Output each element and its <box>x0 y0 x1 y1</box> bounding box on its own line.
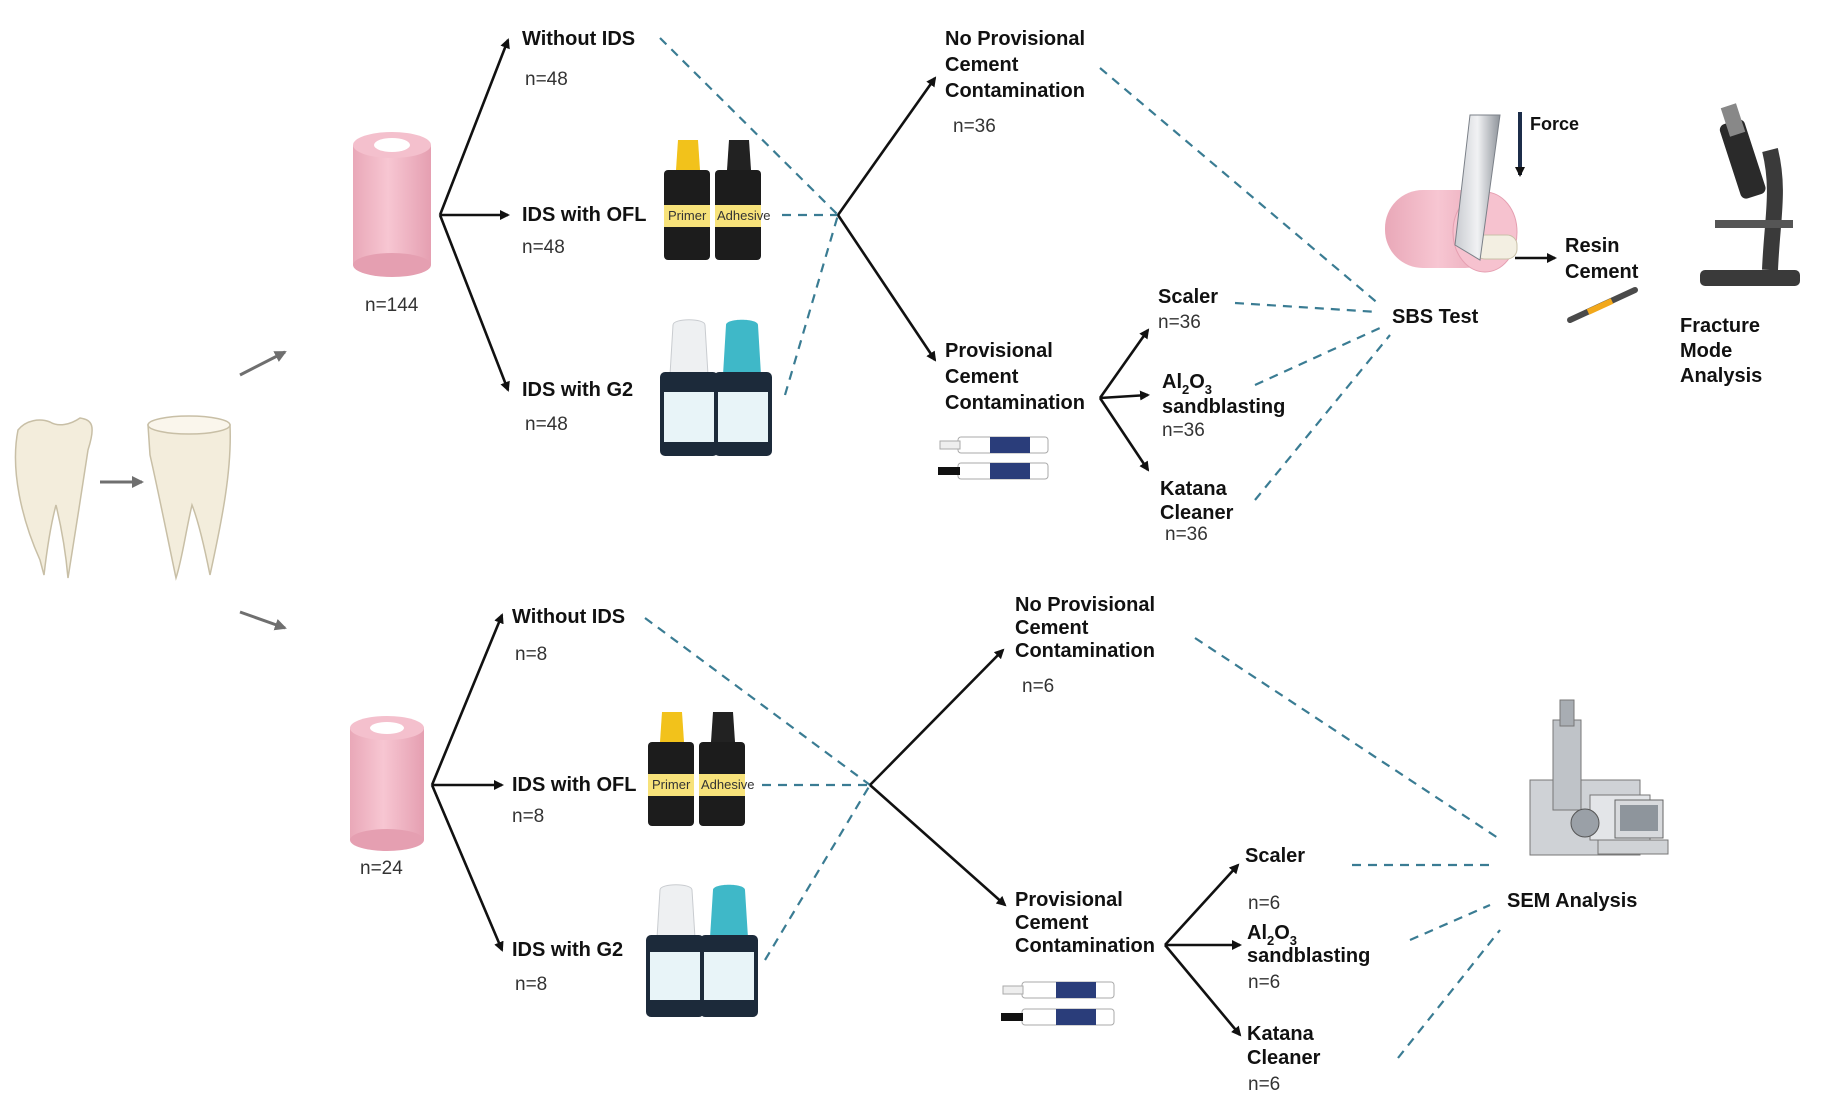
upper-group-label-g2: IDS with G2 <box>522 379 633 401</box>
upper-contam-label: Provisional Cement Contamination <box>945 340 1085 414</box>
force-label: Force <box>1530 114 1579 134</box>
lower-group-n-without-ids: n=8 <box>515 644 547 665</box>
lower-ofl-bottles-icon: Primer Adhesive <box>648 712 754 826</box>
upper-node-arrow-no-contam <box>836 76 937 216</box>
upper-al2o3-line2: sandblasting <box>1162 396 1285 418</box>
lower-group-n-ofl: n=8 <box>512 806 544 827</box>
upper-scaler-label: Scaler <box>1158 286 1218 308</box>
lower-group-label-g2: IDS with G2 <box>512 939 623 961</box>
resin-cement-label: Resin Cement <box>1565 235 1639 283</box>
lower-contam-arrow-scaler <box>1164 863 1240 946</box>
upper-g2-bottles-icon <box>660 319 772 456</box>
lower-group-label-ofl: IDS with OFL <box>512 774 636 796</box>
upper-group-label-without-ids: Without IDS <box>522 28 635 50</box>
upper-dash-al2o3-to-sbs <box>1254 326 1381 387</box>
upper-contam-arrow-scaler <box>1098 328 1150 399</box>
upper-branch-arrow-1 <box>438 38 510 216</box>
to-upper-arm-arrow <box>239 350 287 377</box>
upper-contam-arrow-al2o3 <box>1099 390 1150 401</box>
crown-removed-molar-icon <box>147 415 232 581</box>
upper-katana-n: n=36 <box>1165 524 1208 545</box>
lower-branch-arrow-1 <box>430 613 504 786</box>
lower-contam-arrow-katana <box>1164 944 1242 1037</box>
svg-text:Primer: Primer <box>652 777 691 792</box>
upper-dash-g2 <box>783 214 840 396</box>
upper-katana-label: Katana Cleaner <box>1160 478 1234 524</box>
lower-al2o3-line2: sandblasting <box>1247 945 1370 967</box>
extracted-molar-icon <box>14 417 93 579</box>
upper-branch-arrow-3 <box>438 214 510 392</box>
lower-branch-arrow-3 <box>430 784 504 952</box>
upper-ofl-bottles-icon: Primer Adhesive <box>664 140 770 260</box>
upper-group-label-ofl: IDS with OFL <box>522 204 646 226</box>
svg-text:Primer: Primer <box>668 208 707 223</box>
upper-dash-without-ids <box>659 37 839 216</box>
lower-katana-n: n=6 <box>1248 1074 1280 1095</box>
microscope-icon <box>1700 103 1800 286</box>
lower-dash-katana-to-sem <box>1397 929 1501 1059</box>
sem-analysis-label: SEM Analysis <box>1507 890 1637 912</box>
lower-group-n-g2: n=8 <box>515 974 547 995</box>
upper-dash-no-contam-to-sbs <box>1099 67 1381 306</box>
resin-cement-syringe-icon <box>1567 287 1638 323</box>
shear-bond-test-icon <box>1385 114 1518 273</box>
svg-text:Adhesive: Adhesive <box>717 208 770 223</box>
lower-g2-bottles-icon <box>646 884 758 1017</box>
lower-al2o3-n: n=6 <box>1248 972 1280 993</box>
upper-provisional-cement-tubes-icon <box>938 436 1049 480</box>
upper-al2o3-n: n=36 <box>1162 420 1205 441</box>
lower-node-arrow-contam <box>869 784 1007 907</box>
fracture-mode-label: Fracture Mode Analysis <box>1680 315 1766 387</box>
lower-block-n: n=24 <box>360 858 403 879</box>
lower-provisional-cement-tubes-icon <box>1001 981 1115 1026</box>
upper-group-n-without-ids: n=48 <box>525 69 568 90</box>
svg-text:Adhesive: Adhesive <box>701 777 754 792</box>
lower-contam-label: Provisional Cement Contamination <box>1015 889 1155 957</box>
to-lower-arm-arrow <box>239 610 287 631</box>
lower-node-arrow-no-contam <box>869 648 1005 786</box>
sem-machine-icon <box>1529 699 1669 856</box>
lower-pink-block-icon <box>350 716 424 851</box>
upper-group-n-ofl: n=48 <box>522 237 565 258</box>
lower-scaler-n: n=6 <box>1248 893 1280 914</box>
lower-no-contam-n: n=6 <box>1022 676 1054 697</box>
upper-dash-scaler-to-sbs <box>1234 301 1379 314</box>
lower-group-label-without-ids: Without IDS <box>512 606 625 628</box>
upper-group-n-g2: n=48 <box>525 414 568 435</box>
lower-scaler-label: Scaler <box>1245 845 1305 867</box>
lower-dash-no-contam-to-sem <box>1194 637 1499 839</box>
lower-dash-al2o3-to-sem <box>1409 903 1491 942</box>
upper-no-contam-label: No Provisional Cement Contamination <box>945 28 1091 102</box>
lower-katana-label: Katana Cleaner <box>1247 1023 1321 1069</box>
upper-block-n: n=144 <box>365 295 419 316</box>
upper-no-contam-n: n=36 <box>953 116 996 137</box>
upper-pink-block-icon <box>353 132 431 277</box>
lower-no-contam-label: No Provisional Cement Contamination <box>1015 594 1161 662</box>
upper-scaler-n: n=36 <box>1158 312 1201 333</box>
upper-al2o3-label: Al2O3 <box>1162 371 1212 397</box>
upper-dash-katana-to-sbs <box>1254 334 1391 501</box>
lower-dash-g2 <box>764 784 871 961</box>
upper-contam-arrow-katana <box>1098 397 1150 472</box>
lower-al2o3-label: Al2O3 <box>1247 922 1297 948</box>
upper-node-arrow-contam <box>836 214 937 362</box>
sbs-test-label: SBS Test <box>1392 306 1479 328</box>
